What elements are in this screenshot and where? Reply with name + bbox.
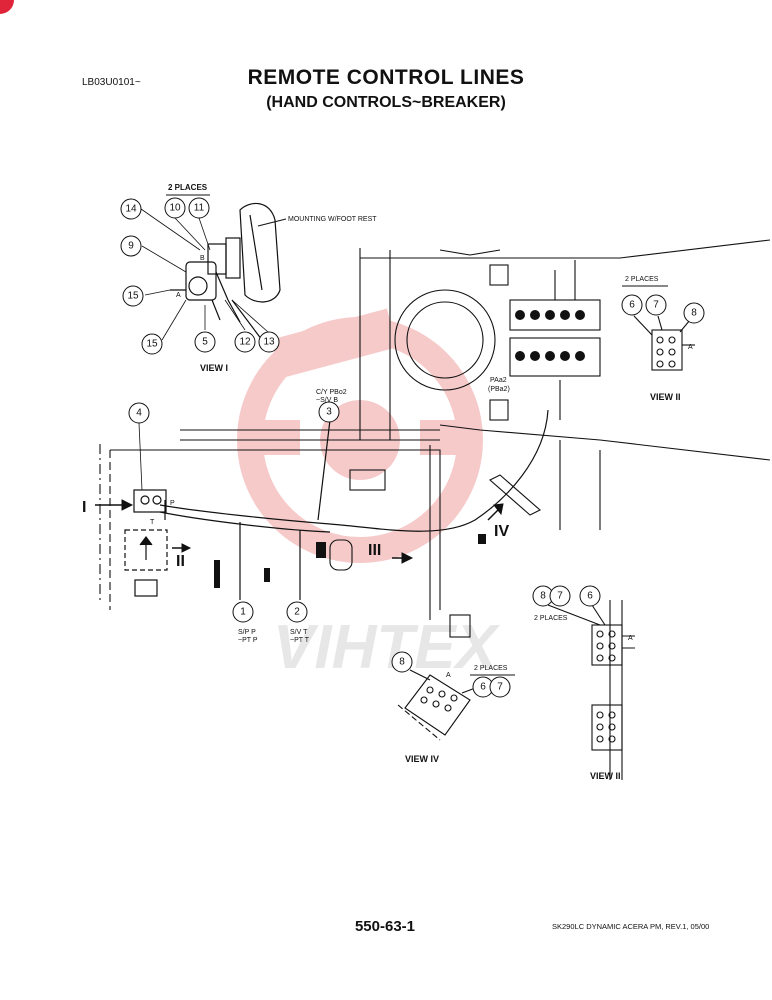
view-arrows: [95, 499, 504, 564]
svg-text:15: 15: [146, 339, 158, 350]
watermark-text: VIHTEX: [273, 613, 501, 682]
svg-text:5: 5: [202, 337, 208, 348]
pt-t-label: ~PT T: [290, 637, 310, 644]
callout-12: 12: [234, 331, 256, 353]
svg-text:7: 7: [653, 300, 659, 311]
svg-text:3: 3: [326, 407, 332, 418]
hose-lines: [159, 409, 549, 600]
callout-7-view4: 7: [489, 676, 511, 698]
arrow-ii-label: II: [176, 553, 185, 570]
svg-text:8: 8: [540, 591, 546, 602]
sp-p-label: S/P P: [238, 629, 256, 636]
callout-15-lower: 15: [141, 333, 163, 355]
pba2-label: (PBa2): [488, 386, 510, 393]
pt-p-label: ~PT P: [238, 637, 258, 644]
paa2-label: PAa2: [490, 377, 507, 384]
svg-text:10: 10: [169, 203, 181, 214]
svg-text:6: 6: [629, 300, 635, 311]
callout-6-view2-upper: 6: [621, 294, 643, 316]
two-places-label-view4: 2 PLACES: [474, 665, 508, 672]
callout-8-view2-upper: 8: [683, 302, 705, 324]
view-2-upper-label: VIEW II: [650, 392, 681, 402]
port-a-label-view2: A: [688, 344, 693, 351]
callout-7-view2-lower: 7: [549, 585, 571, 607]
svg-text:7: 7: [497, 682, 503, 693]
port-p-label: P: [170, 500, 175, 507]
page-subtitle: (HAND CONTROLS~BREAKER): [266, 94, 506, 111]
port-t-label: T: [150, 519, 155, 526]
callout-9: 9: [120, 235, 142, 257]
cy-pbo2-label: C/Y PBo2: [316, 389, 347, 396]
svg-text:11: 11: [194, 203, 205, 214]
svg-text:6: 6: [587, 591, 593, 602]
svg-text:8: 8: [399, 657, 405, 668]
callout-10: 10: [164, 197, 186, 219]
callout-1: 1: [232, 601, 254, 623]
page-title: REMOTE CONTROL LINES: [247, 66, 525, 89]
two-places-label-view1: 2 PLACES: [168, 183, 208, 192]
port-a-label-view4: A: [446, 672, 451, 679]
callout-2: 2: [286, 601, 308, 623]
callout-5: 5: [194, 331, 216, 353]
callout-3: 3: [318, 401, 340, 423]
footer-reference: SK290LC DYNAMIC ACERA PM, REV.1, 05/00: [552, 922, 710, 931]
svg-text:7: 7: [557, 591, 563, 602]
svg-text:13: 13: [263, 337, 275, 348]
fittings: [214, 534, 486, 588]
callout-14: 14: [120, 198, 142, 220]
watermark-logo: VIHTEX: [237, 308, 501, 682]
callout-4: 4: [128, 402, 150, 424]
hand-control-valve: [124, 489, 168, 597]
svg-text:1: 1: [240, 607, 246, 618]
callout-6-view2-lower: 6: [579, 585, 601, 607]
arrow-iii-label: III: [368, 542, 381, 559]
port-b-label-view1: B: [200, 255, 205, 262]
view-4-label: VIEW IV: [405, 754, 439, 764]
view-2-lower-label: VIEW II: [590, 771, 621, 781]
view-1-label: VIEW I: [200, 363, 228, 373]
svg-text:6: 6: [480, 682, 486, 693]
svg-text:14: 14: [125, 204, 137, 215]
sv-t-label: S/V T: [290, 629, 308, 636]
machine-frame: [99, 239, 771, 638]
svg-text:2: 2: [294, 607, 300, 618]
callout-13: 13: [258, 331, 280, 353]
port-a-label-view1: A: [176, 292, 181, 299]
callout-11: 11: [188, 197, 210, 219]
page-number: 550-63-1: [354, 918, 416, 935]
view-1-leaders: [140, 208, 269, 341]
svg-text:12: 12: [239, 337, 251, 348]
view-2-upper-block: [633, 315, 695, 371]
two-places-label-view2: 2 PLACES: [625, 276, 659, 283]
callout-7-view2-upper: 7: [645, 294, 667, 316]
sv-b-label: ~S/V B: [316, 397, 338, 404]
svg-text:9: 9: [128, 241, 134, 252]
mounting-label: MOUNTING W/FOOT REST: [288, 216, 377, 223]
svg-text:15: 15: [127, 291, 139, 302]
port-a-label-view2-lower: A: [628, 635, 633, 642]
document-code: LB03U0101~: [82, 77, 141, 88]
callout-8-view4: 8: [391, 651, 413, 673]
control-valve-ports: [515, 310, 585, 361]
svg-text:4: 4: [136, 408, 142, 419]
arrow-iv-label: IV: [494, 523, 509, 540]
view-2-lower-blocks: [547, 600, 635, 780]
callout-15-upper: 15: [122, 285, 144, 307]
arrow-i-label: I: [82, 499, 86, 516]
svg-text:8: 8: [691, 308, 697, 319]
two-places-label-view2-lower: 2 PLACES: [534, 615, 568, 622]
view-1-assembly: [170, 202, 281, 341]
